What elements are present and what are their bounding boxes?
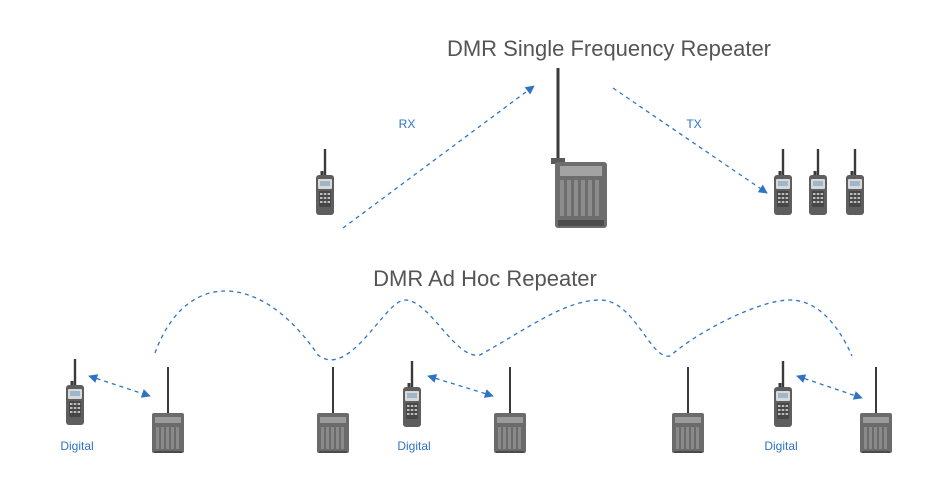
digital-label-2: Digital [397,439,430,453]
ad-hoc-repeater-icon-5 [860,367,892,453]
ad-hoc-repeater-icon-2 [317,367,349,453]
digital-label-1: Digital [60,439,93,453]
tx-link-arrow [612,87,768,194]
radio-repeater-link-1 [88,374,151,398]
receive-radio-icon-3 [846,149,864,215]
radio-repeater-link-3 [796,374,863,400]
rx-link-arrow [342,85,535,229]
main-repeater-icon [551,68,607,228]
ad-hoc-radio-icon-1 [66,359,84,425]
ad-hoc-repeater-icon-1 [152,367,184,453]
single-frequency-title: DMR Single Frequency Repeater [447,36,771,61]
ad-hoc-title: DMR Ad Hoc Repeater [373,266,597,291]
ad-hoc-wave-link [154,290,853,361]
ad-hoc-radio-icon-3 [774,361,792,427]
rx-label: RX [399,117,416,131]
ad-hoc-radio-icon-2 [403,361,421,427]
tx-label: TX [686,117,701,131]
transmit-radio-icon [316,149,334,215]
receive-radio-icon-2 [809,149,827,215]
ad-hoc-repeater-icon-3 [494,367,526,453]
ad-hoc-repeater-icon-4 [672,367,704,453]
radio-repeater-link-2 [427,374,494,398]
receive-radio-icon-1 [774,149,792,215]
digital-label-3: Digital [764,439,797,453]
